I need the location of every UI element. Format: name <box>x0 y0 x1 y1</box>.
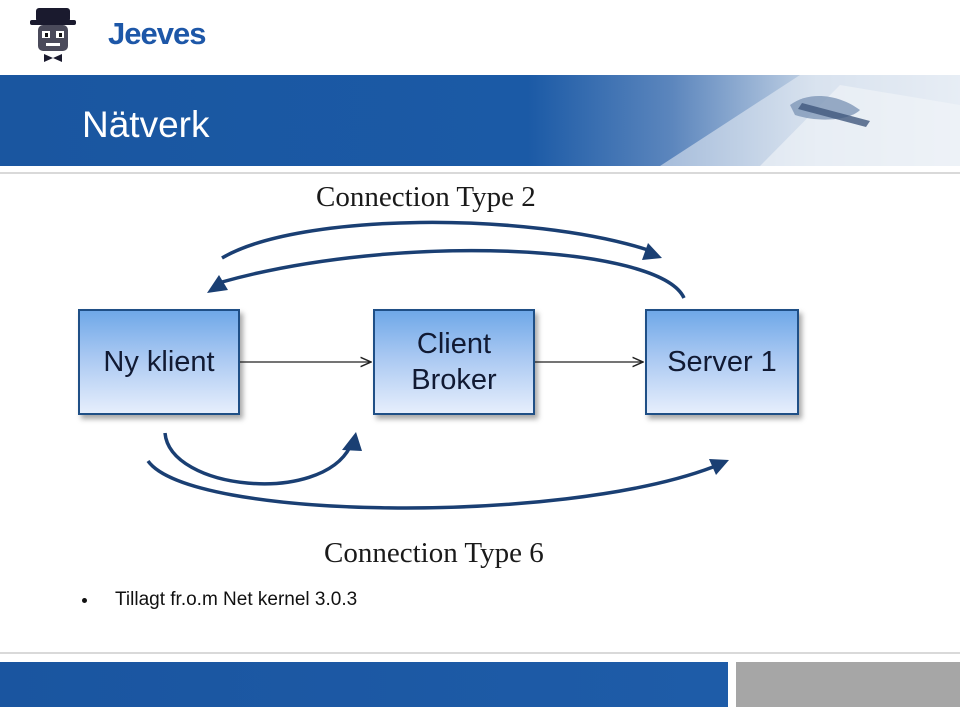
arc-type2-outbound <box>221 220 649 260</box>
page-title: Nätverk <box>82 104 210 145</box>
divider-top <box>0 172 960 174</box>
footer-bar-gray <box>736 662 960 707</box>
arc-type6-to-broker <box>163 432 352 486</box>
node-ny-klient: Ny klient <box>78 309 240 415</box>
header-banner <box>0 75 960 166</box>
node-server-1: Server 1 <box>645 309 799 415</box>
arc-type2-return <box>221 248 686 299</box>
node-client-broker-label: Client Broker <box>411 327 497 396</box>
node-server-1-label: Server 1 <box>667 345 777 378</box>
node-ny-klient-label: Ny klient <box>103 345 215 378</box>
butler-mascot-icon <box>30 8 76 62</box>
label-connection-type-2: Connection Type 2 <box>316 181 536 213</box>
bullet-dot-icon <box>82 597 87 603</box>
bullet-text: Tillagt fr.o.m Net kernel 3.0.3 <box>115 589 358 610</box>
arrowhead-type6-to-server <box>709 459 729 475</box>
arrowhead-type2-outbound <box>642 243 662 260</box>
label-connection-type-6: Connection Type 6 <box>324 537 544 569</box>
arrowhead-type2-return <box>207 275 228 293</box>
divider-bottom <box>0 652 960 654</box>
arrowhead-type6-to-broker <box>342 432 362 451</box>
footer-bar-blue <box>0 662 728 707</box>
jeeves-logo: Jeeves <box>28 2 206 64</box>
logo-wordmark: Jeeves <box>108 16 206 51</box>
hand-writing-photo <box>660 75 960 166</box>
arc-type6-to-server <box>146 459 714 510</box>
node-client-broker: Client Broker <box>373 309 535 415</box>
bullet-item: Tillagt fr.o.m Net kernel 3.0.3 <box>82 589 357 611</box>
